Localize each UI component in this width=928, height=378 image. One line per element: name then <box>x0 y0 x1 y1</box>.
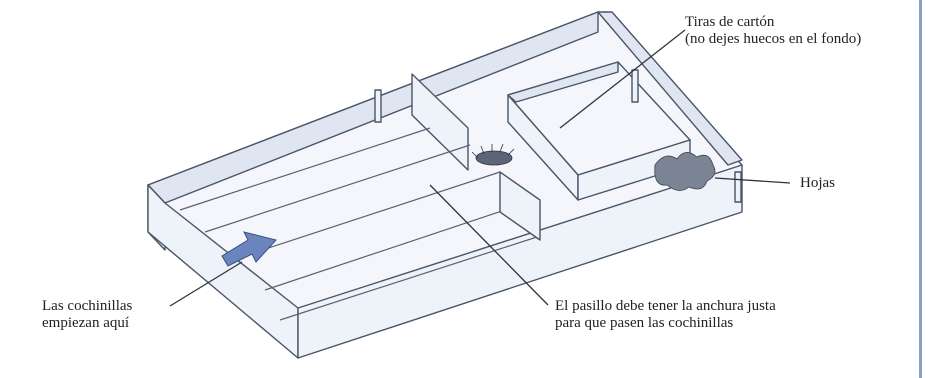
page-border <box>919 0 922 378</box>
strip-4 <box>264 204 521 291</box>
label-tiras-line1: Tiras de cartón <box>685 14 775 30</box>
inner-room-back-wall <box>507 61 619 103</box>
back-wall-right <box>597 11 743 166</box>
leader-cochinillas <box>169 261 243 307</box>
leaves-icon <box>654 152 716 191</box>
start-arrow-icon <box>221 231 277 267</box>
leader-tiras <box>559 29 686 129</box>
post-left <box>374 89 382 123</box>
strip-2 <box>204 144 471 233</box>
post-right <box>631 69 639 103</box>
strip-5 <box>279 235 541 321</box>
leader-pasillo <box>429 184 549 306</box>
woodlice-icon <box>471 143 515 166</box>
label-tiras-de-carton: Tiras de cartón (no dejes huecos en el f… <box>685 14 861 48</box>
label-pasillo-line2: para que pasen las cochinillas <box>555 315 734 331</box>
label-pasillo-line1: El pasillo debe tener la anchura justa <box>555 298 776 314</box>
strip-1 <box>179 127 431 211</box>
label-hojas: Hojas <box>800 175 835 191</box>
label-cochinillas-line1: Las cochinillas <box>42 298 133 314</box>
label-cochinillas: Las cochinillas empiezan aquí <box>42 298 132 332</box>
label-pasillo: El pasillo debe tener la anchura justa p… <box>555 298 776 332</box>
front-wall-right <box>297 164 743 359</box>
partition-top-line <box>411 73 469 129</box>
label-cochinillas-line2: empiezan aquí <box>42 315 130 331</box>
partition-corridor <box>499 171 541 241</box>
leader-hojas <box>714 177 791 184</box>
label-tiras-line2: (no dejes huecos en el fondo) <box>685 31 862 47</box>
post-far <box>734 171 742 203</box>
strip-3 <box>231 171 501 261</box>
